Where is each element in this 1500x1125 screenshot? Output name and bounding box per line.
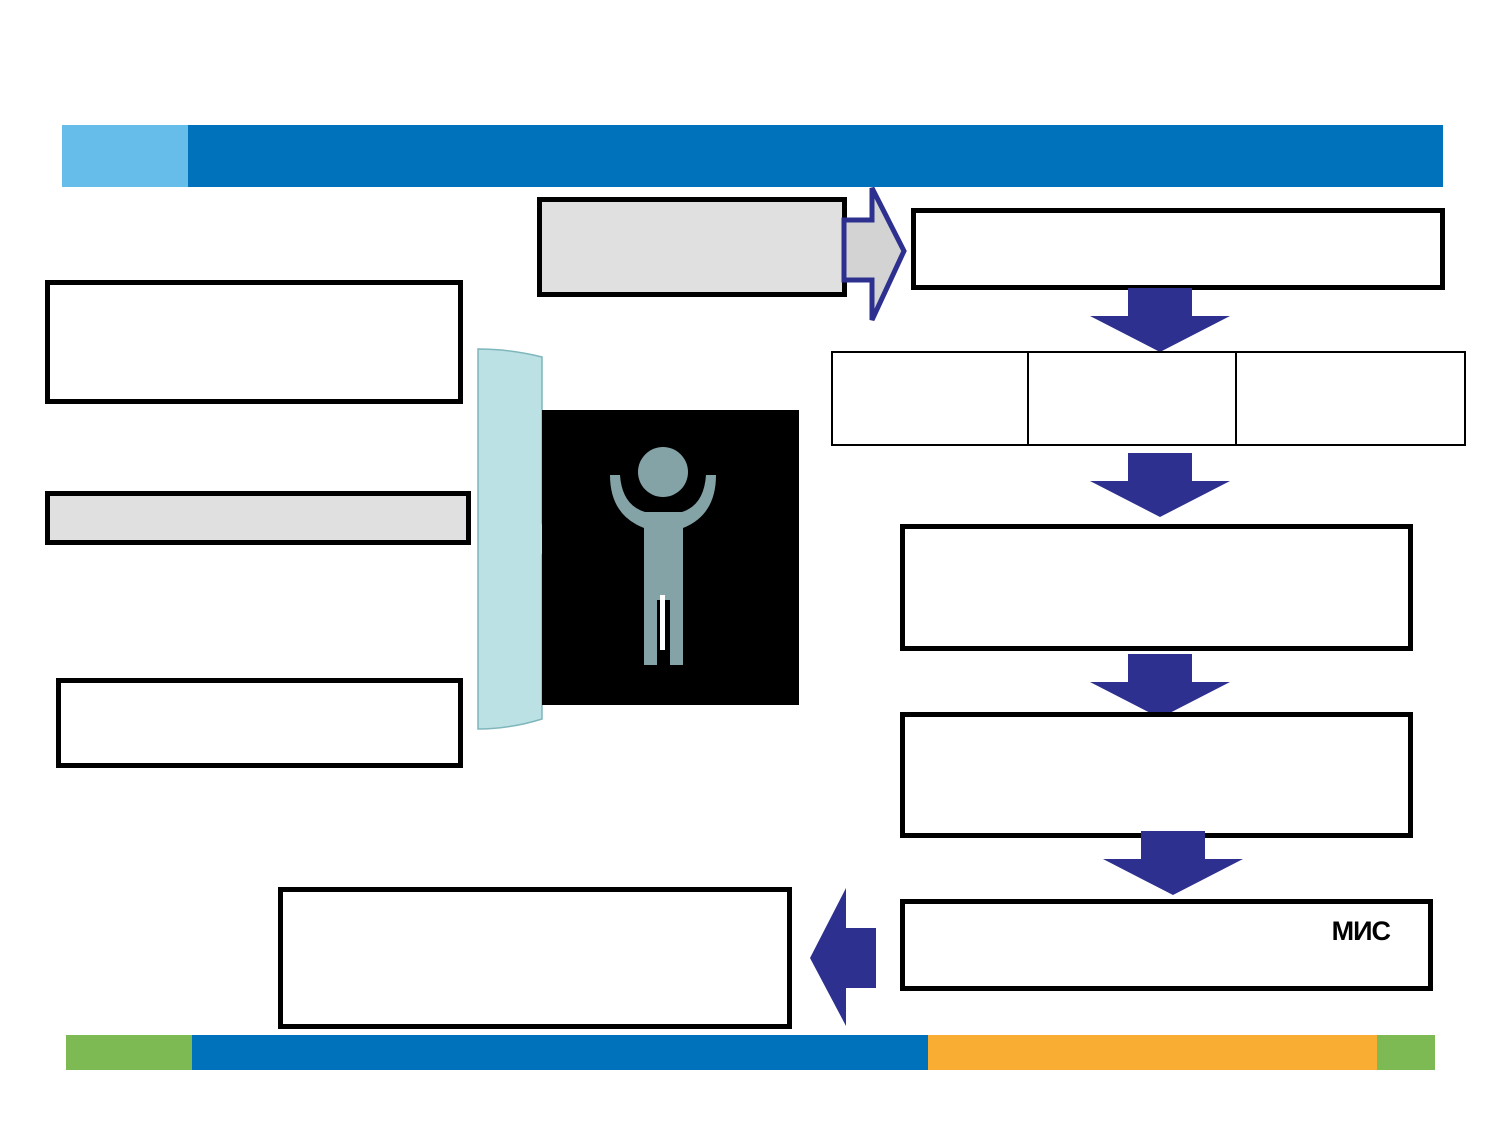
footer-bar-blue	[192, 1035, 928, 1070]
table-cell-2	[1029, 353, 1237, 444]
table-cell-1	[833, 353, 1029, 444]
header-accent-bar	[62, 125, 188, 187]
table-cell-3	[1237, 353, 1464, 444]
down-arrow-3	[1090, 654, 1230, 718]
three-cell-table	[831, 351, 1466, 446]
person-arms-raised-icon	[610, 447, 716, 665]
flow-box-1	[911, 208, 1445, 290]
footer-bar-green-left	[66, 1035, 192, 1070]
flow-box-3	[900, 712, 1413, 838]
down-arrow-1	[1090, 288, 1230, 352]
left-box-3	[56, 678, 463, 768]
header-title-bar	[188, 125, 1443, 187]
footer-bar-orange	[928, 1035, 1377, 1070]
flow-box-2	[900, 524, 1413, 651]
left-box-1	[45, 280, 463, 404]
person-photo	[542, 410, 799, 705]
outline-arrow-right-icon	[841, 186, 907, 322]
mis-label: МИС	[1331, 916, 1391, 946]
down-arrow-2	[1090, 453, 1230, 517]
result-box	[278, 887, 792, 1029]
mis-box: МИС	[900, 899, 1433, 991]
source-box	[537, 197, 847, 297]
block-arrow-left-icon	[810, 888, 876, 1026]
footer-bar-green-right	[1377, 1035, 1435, 1070]
left-box-2	[45, 491, 471, 545]
down-arrow-4	[1103, 831, 1243, 895]
